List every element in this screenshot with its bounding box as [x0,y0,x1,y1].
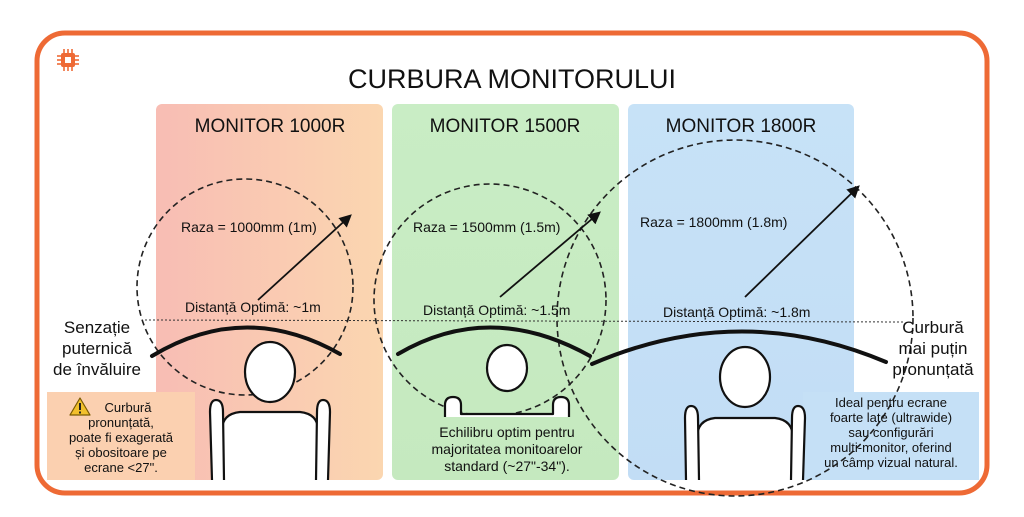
svg-text:și obositoare pe: și obositoare pe [75,445,167,460]
warning-note-text: Curbură pronunțată, poate fi exagerată ș… [69,400,174,475]
ultrawide-note-box [803,392,979,480]
svg-text:standard (~27"-34").: standard (~27"-34"). [444,458,570,474]
svg-text:puternică: puternică [62,339,132,358]
svg-text:sau configurări: sau configurări [848,425,933,440]
viewer-figure-1500r [443,343,571,417]
low-curvature-side-label: Curbură mai puțin pronunțată [892,318,974,379]
svg-text:Echilibru optim pentru: Echilibru optim pentru [439,424,574,440]
panel-label-1000r: MONITOR 1000R [195,116,346,137]
warning-note-box [47,392,195,480]
distance-label-1000r: Distanță Optimă: ~1m [185,299,321,315]
radius-label-1800r: Raza = 1800mm (1.8m) [640,214,787,230]
balance-note-text: Echilibru optim pentru majoritatea monit… [432,424,583,474]
viewer-figure-1000r [208,340,332,481]
chip-icon [57,49,79,71]
svg-text:pronunțată: pronunțată [892,360,974,379]
panel-1800r [628,104,854,480]
panel-label-1800r: MONITOR 1800R [666,116,817,137]
svg-text:Curbură: Curbură [105,400,153,415]
svg-text:mai puțin: mai puțin [899,339,968,358]
panel-1000r [156,104,383,480]
radius-arrow-1800r [744,185,860,298]
svg-text:Curbură: Curbură [902,318,964,337]
radius-label-1000r: Raza = 1000mm (1m) [181,219,317,235]
radius-circle-1800r [556,139,914,497]
ultrawide-note-text: Ideal pentru ecrane foarte late (ultrawi… [824,395,958,470]
monitor-curve-1500r [396,325,592,358]
monitor-curve-1800r [590,329,888,366]
svg-text:majoritatea monitoarelor: majoritatea monitoarelor [432,441,583,457]
svg-text:poate fi exagerată: poate fi exagerată [69,430,174,445]
page-title: CURBURA MONITORULUI [348,64,676,94]
radius-arrow-1000r [257,214,352,301]
radius-arrow-1500r [499,211,601,298]
radius-label-1500r: Raza = 1500mm (1.5m) [413,219,560,235]
viewer-figure-1800r [683,345,807,481]
warning-icon [69,397,91,416]
immersion-side-label: Senzație puternică de învăluire [53,318,141,379]
svg-text:de învăluire: de învăluire [53,360,141,379]
distance-label-1800r: Distanță Optimă: ~1.8m [663,304,810,320]
viewing-distance-guide [144,319,906,323]
svg-text:foarte late (ultrawide): foarte late (ultrawide) [830,410,952,425]
svg-text:pronunțată,: pronunțată, [88,415,154,430]
svg-text:un câmp vizual natural.: un câmp vizual natural. [824,455,958,470]
panel-label-1500r: MONITOR 1500R [430,116,581,137]
svg-text:multi-monitor, oferind: multi-monitor, oferind [830,440,951,455]
svg-text:Ideal pentru ecrane: Ideal pentru ecrane [835,395,947,410]
monitor-curve-1000r [150,325,342,358]
radius-circle-1000r [136,178,354,396]
svg-text:Senzație: Senzație [64,318,130,337]
svg-text:ecrane <27".: ecrane <27". [84,460,158,475]
distance-label-1500r: Distanță Optimă: ~1.5m [423,302,570,318]
